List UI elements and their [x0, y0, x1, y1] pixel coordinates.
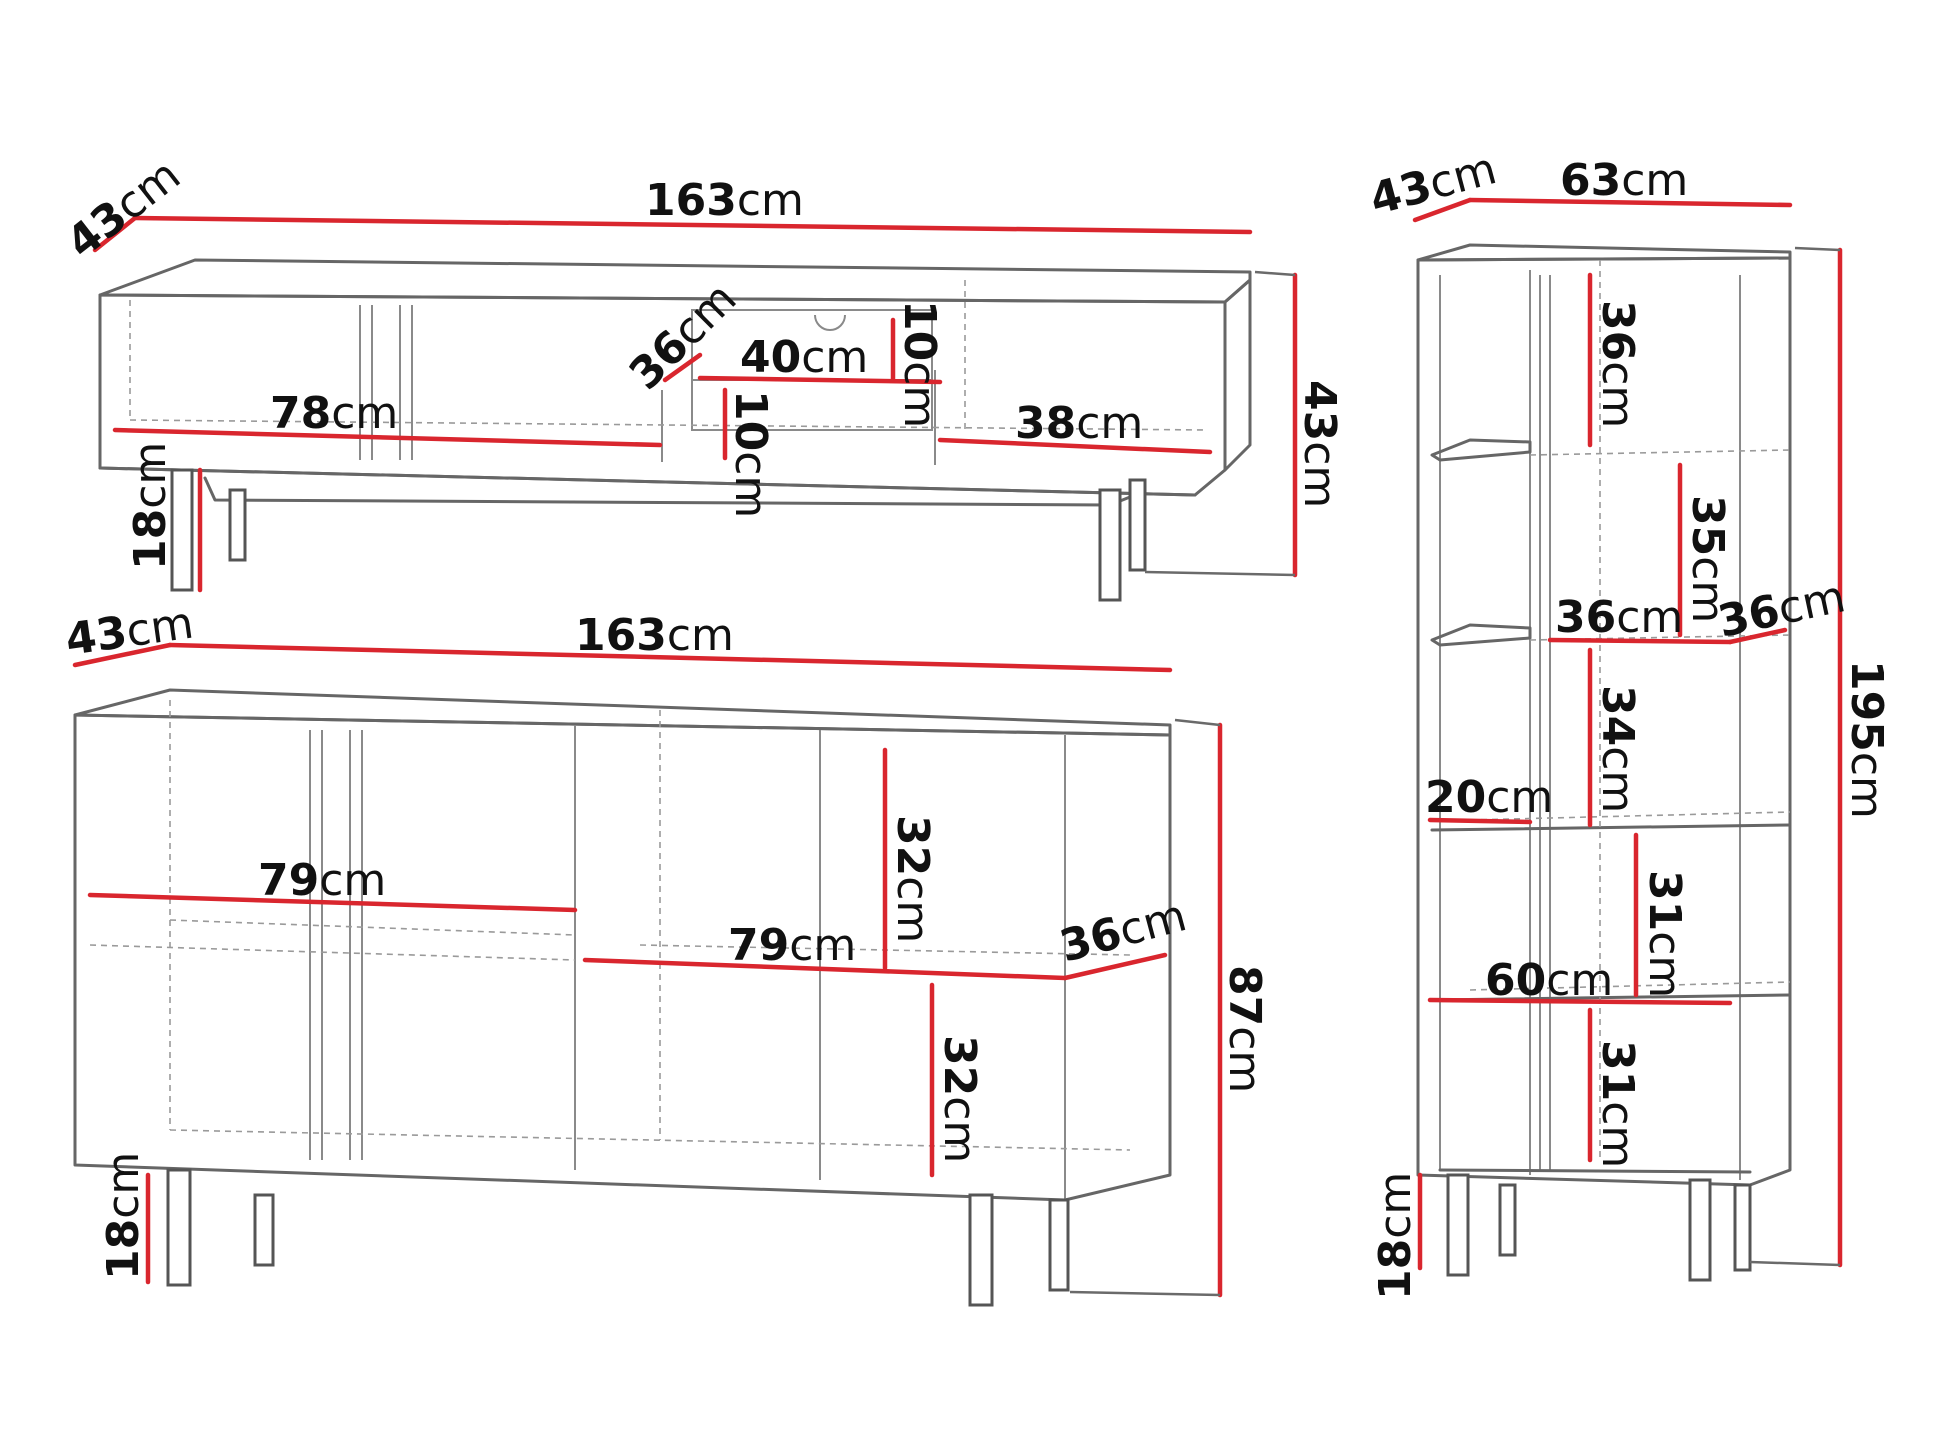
tv-base: [203, 476, 1137, 507]
sb-height-label: 87cm: [1219, 965, 1270, 1093]
sb-shelf-depth-line: [1062, 952, 1168, 981]
bc-leg-back-right: [1733, 1183, 1752, 1272]
tv-drawer-width-label: 40cm: [740, 332, 868, 383]
sb-depth-line: [72, 642, 173, 668]
bc-height-ext: [1749, 1260, 1841, 1267]
tv-leg-front-left: [170, 468, 194, 592]
bc-hidden-shelf-1: [1529, 449, 1791, 456]
sb-left-shelf-line: [87, 892, 578, 913]
bc-bottom: [1438, 1168, 1752, 1174]
bc-shelf-1: [1430, 438, 1532, 462]
tv-leg-back-left: [228, 488, 247, 562]
tv-leg-label: 18cm: [125, 442, 176, 570]
tv-height-label: 43cm: [1294, 380, 1345, 508]
sb-hidden-shelf-left-back: [169, 919, 576, 936]
bc-shelf-d-label: 36cm: [1714, 571, 1850, 648]
sb-height-ext: [1069, 1290, 1221, 1297]
sb-hidden-shelf-left: [89, 944, 576, 961]
bc-shelf-w-line: [1547, 637, 1733, 645]
tv-width-label: 163cm: [645, 175, 804, 226]
tv-height-ext-top: [1254, 270, 1296, 277]
tv-leg-back-right: [1128, 478, 1147, 572]
bc-hidden-shelf-3: [1469, 811, 1791, 821]
tv-drawer: [691, 309, 933, 431]
bc-wide-shelf-label: 60cm: [1485, 955, 1613, 1006]
bc-leg-front-right: [1688, 1178, 1712, 1282]
bc-shelf-3: [1430, 823, 1792, 832]
bc-h3-label: 34cm: [1592, 685, 1643, 813]
bc-height-ext-top: [1794, 246, 1841, 252]
tv-cabinet: 43cm 163cm 36cm 40cm 10cm 10cm 78cm 38cm…: [57, 149, 1345, 602]
tv-height-ext: [1144, 570, 1296, 577]
sb-hidden-bottom: [169, 1129, 1131, 1151]
bc-h5-label: 31cm: [1592, 1040, 1643, 1168]
sb-leg-label: 18cm: [98, 1152, 149, 1280]
tv-depth-label: 43cm: [57, 149, 189, 268]
bc-h4-label: 31cm: [1639, 870, 1690, 998]
sb-lower-h-label: 32cm: [934, 1035, 985, 1163]
bc-shelf-d-line: [1727, 627, 1788, 645]
bc-front: [1416, 256, 1792, 1187]
sb-leg-front-left: [166, 1168, 192, 1287]
tv-front: [98, 293, 1227, 497]
bc-height-label: 195cm: [1841, 660, 1892, 819]
tv-drawer-width-line: [697, 375, 943, 385]
tv-width-line: [132, 215, 1253, 235]
sb-height-ext-top: [1174, 718, 1221, 727]
bc-leg-label: 18cm: [1370, 1172, 1421, 1300]
bookcase: 43cm 63cm 36cm 35cm 36cm 36cm 34cm 20cm …: [1365, 143, 1892, 1300]
tv-drawer-handle: [814, 314, 846, 331]
tv-drawer-h-top-label: 10cm: [894, 300, 945, 428]
sb-leg-back-right: [1048, 1198, 1070, 1292]
tv-left-width-line: [112, 427, 663, 448]
sb-right-shelf-label: 79cm: [728, 920, 856, 971]
bc-shelf-w-label: 36cm: [1555, 592, 1683, 643]
sb-leg-front-right: [968, 1193, 994, 1307]
bc-h1-label: 36cm: [1592, 300, 1643, 428]
sb-upper-h-label: 32cm: [887, 815, 938, 943]
sb-width-label: 163cm: [575, 610, 734, 661]
tv-right-width-line: [937, 437, 1213, 455]
sb-leg-back-left: [253, 1193, 275, 1267]
bc-depth-line: [1412, 197, 1473, 223]
bc-h2-label: 35cm: [1682, 495, 1733, 623]
bc-hidden-shelf-4: [1469, 981, 1791, 991]
bc-small-shelf-label: 20cm: [1425, 772, 1553, 823]
bc-leg-front-left: [1446, 1173, 1470, 1277]
bc-width-line: [1467, 197, 1793, 208]
sb-front: [73, 713, 1172, 1202]
bc-leg-back-left: [1498, 1183, 1517, 1257]
tv-hidden-edge-1: [129, 419, 1206, 431]
tv-right-width-label: 38cm: [1015, 398, 1143, 449]
sb-depth-label: 43cm: [62, 598, 196, 666]
sideboard: 43cm 163cm 79cm 79cm 36cm 32cm 32cm 87cm…: [62, 598, 1270, 1307]
bc-small-shelf-line: [1427, 817, 1533, 825]
sb-width-line: [167, 642, 1173, 673]
bc-width-label: 63cm: [1560, 155, 1688, 206]
tv-plinth: [98, 466, 1197, 497]
tv-left-width-label: 78cm: [270, 388, 398, 439]
bc-shelf-2: [1430, 623, 1532, 647]
tv-niche-depth-line: [662, 352, 703, 383]
tv-depth-line: [92, 215, 138, 253]
sb-left-shelf-label: 79cm: [258, 855, 386, 906]
tv-leg-front-right: [1098, 488, 1122, 602]
bc-wide-shelf-line: [1427, 997, 1733, 1006]
tv-right-side: [1223, 278, 1252, 472]
sb-top-surface: [73, 688, 1172, 737]
tv-drawer-h-bottom-label: 10cm: [725, 390, 776, 518]
sb-right-shelf-line: [582, 957, 1068, 981]
